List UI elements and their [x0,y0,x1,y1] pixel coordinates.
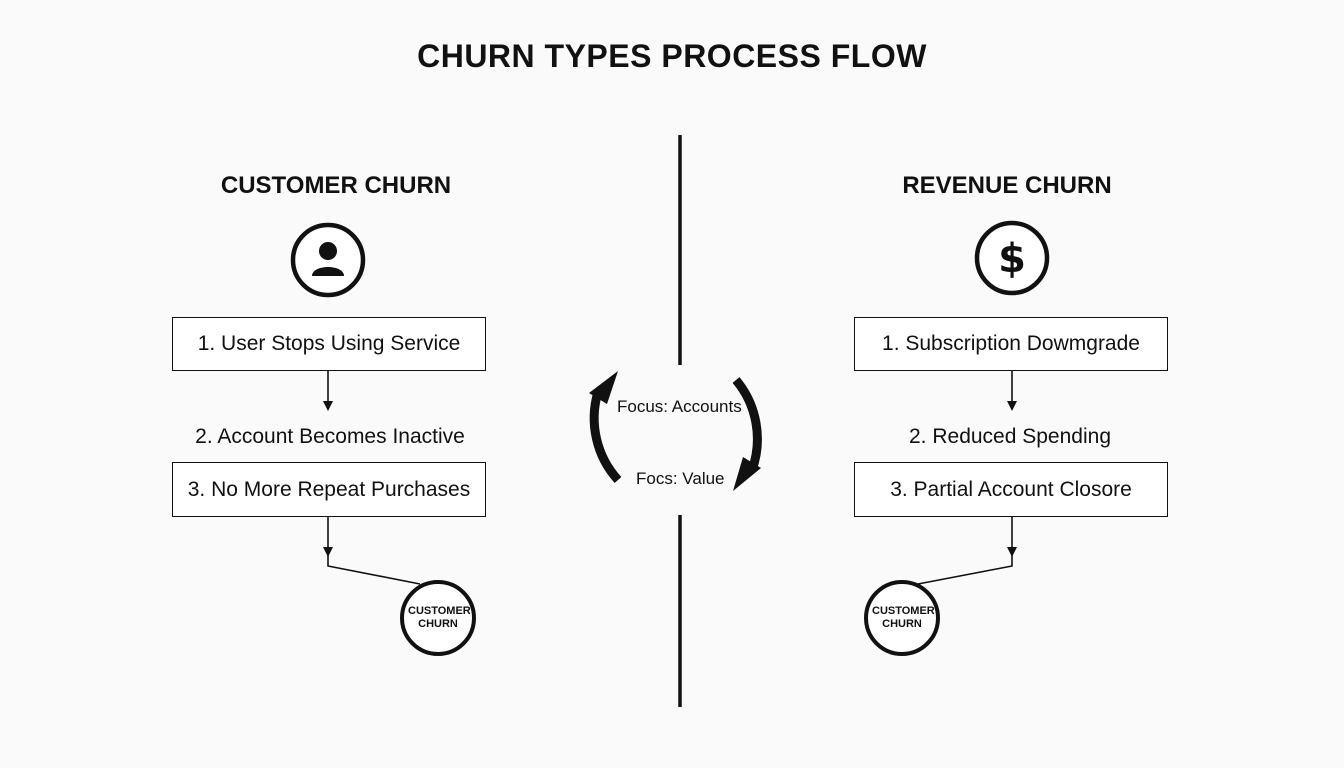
left-connector-end [327,552,421,585]
right-connector-end [917,552,1013,585]
left-end-label: CUSTOMER CHURN [408,605,471,630]
dollar-icon: $ [974,220,1050,296]
user-icon [290,222,366,298]
cycle-arrowhead-left [589,371,618,404]
left-step-3-box: 3. No More Repeat Purchases [172,462,486,517]
cycle-arrow-right [732,377,762,472]
left-step-1-label: 1. User Stops Using Service [197,332,461,355]
left-step-1-box: 1. User Stops Using Service [172,317,486,371]
revenue-churn-heading: REVENUE CHURN [902,172,1112,199]
right-step-3-box: 3. Partial Account Closore [854,462,1168,517]
cycle-arrow-left [589,390,622,484]
cycle-arrowhead-right [733,457,761,491]
right-step-2-label: 2. Reduced Spending [909,425,1111,448]
right-end-label: CUSTOMER CHURN [872,605,935,630]
focus-value-label: Focs: Value [636,469,725,488]
right-step-1-label: 1. Subscription Dowmgrade [882,332,1140,355]
left-step-2-label: 2. Account Becomes Inactive [195,425,465,448]
right-step-3-label: 3. Partial Account Closore [890,477,1132,501]
left-step-3-label: 3. No More Repeat Purchases [187,477,471,501]
diagram-title: CHURN TYPES PROCESS FLOW [417,38,927,74]
right-end-node: CUSTOMER CHURN [864,580,940,656]
dollar-sign: $ [998,236,1026,282]
focus-accounts-label: Focus: Accounts [617,397,742,416]
customer-churn-heading: CUSTOMER CHURN [220,172,452,199]
left-end-node: CUSTOMER CHURN [400,580,476,656]
right-step-1-box: 1. Subscription Dowmgrade [854,317,1168,371]
